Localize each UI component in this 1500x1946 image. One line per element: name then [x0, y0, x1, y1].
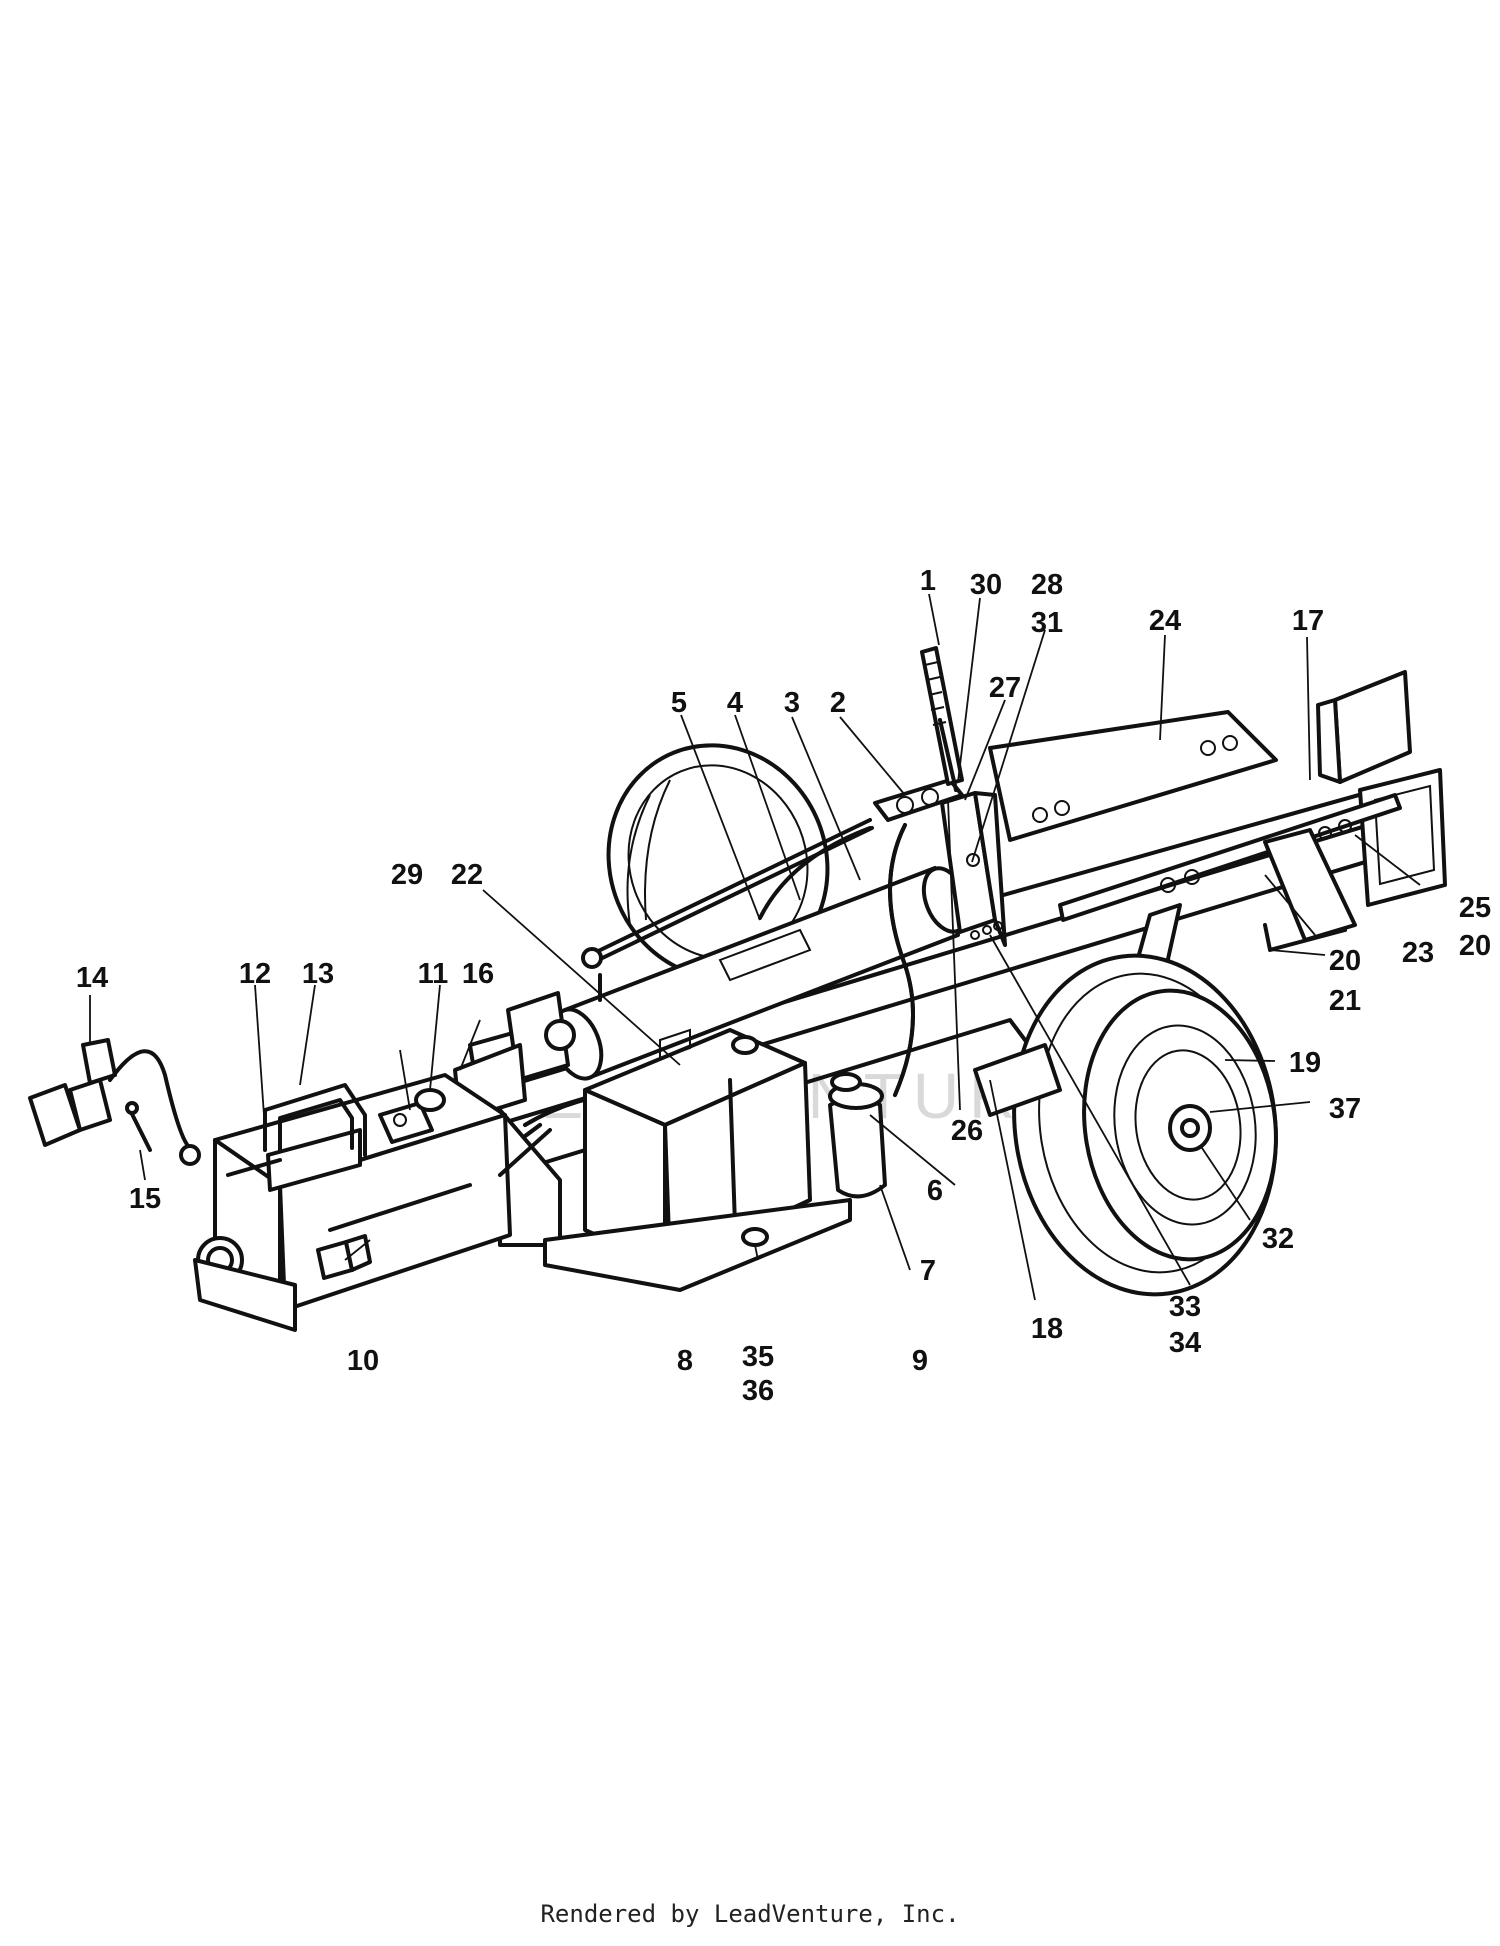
callout-8: 8: [677, 1345, 693, 1377]
callout-37: 37: [1329, 1093, 1361, 1125]
callout-22: 22: [451, 859, 483, 891]
callout-17: 17: [1292, 605, 1324, 637]
callout-3: 3: [784, 687, 800, 719]
oil-filter: [828, 1072, 887, 1199]
callout-4: 4: [727, 687, 743, 719]
callout-1: 1: [920, 565, 936, 597]
callout-labels: 1 30 28 31 24 17 27 5 4 3 2 29 22 25 20 …: [76, 565, 1491, 1407]
callout-9: 9: [912, 1345, 928, 1377]
callout-28: 28: [1031, 569, 1063, 601]
side-rail: [1058, 793, 1402, 922]
callout-20-left: 20: [1329, 945, 1361, 977]
log-cradle: [988, 710, 1278, 842]
callout-23: 23: [1402, 937, 1434, 969]
callout-25: 25: [1459, 892, 1491, 924]
leader-lines: [89, 593, 1421, 1301]
callout-36: 36: [742, 1375, 774, 1407]
callout-31: 31: [1031, 607, 1063, 639]
callout-34: 34: [1169, 1327, 1201, 1359]
callout-7: 7: [920, 1255, 936, 1287]
callout-33: 33: [1169, 1291, 1201, 1323]
callout-6: 6: [927, 1175, 943, 1207]
callout-5: 5: [671, 687, 687, 719]
battery-cable: [28, 1038, 201, 1166]
pump-nose: [193, 1236, 297, 1332]
callout-21: 21: [1329, 985, 1361, 1017]
callout-2: 2: [830, 687, 846, 719]
wedge: [1316, 670, 1412, 784]
control-handle: [920, 646, 964, 792]
callout-15: 15: [129, 1183, 161, 1215]
callout-12: 12: [239, 958, 271, 990]
callout-13: 13: [302, 958, 334, 990]
callout-16: 16: [462, 958, 494, 990]
callout-30: 30: [970, 569, 1002, 601]
callout-19: 19: [1289, 1047, 1321, 1079]
callout-20-right: 20: [1459, 930, 1491, 962]
callout-27: 27: [989, 672, 1021, 704]
callout-29: 29: [391, 859, 423, 891]
footer-credit: Rendered by LeadVenture, Inc.: [540, 1900, 960, 1928]
callout-11: 11: [418, 958, 449, 990]
callout-14: 14: [76, 962, 108, 994]
axle-strut: [973, 1043, 1062, 1117]
callout-10: 10: [347, 1345, 379, 1377]
callout-26: 26: [951, 1115, 983, 1147]
near-wheel: [1012, 953, 1278, 1297]
callout-32: 32: [1262, 1223, 1294, 1255]
callout-24: 24: [1149, 605, 1181, 637]
tank-base: [498, 1128, 852, 1292]
callout-18: 18: [1031, 1313, 1063, 1345]
engine-switches: [378, 1088, 446, 1144]
callout-35: 35: [742, 1341, 774, 1373]
reservoir-tank: [583, 1028, 812, 1267]
